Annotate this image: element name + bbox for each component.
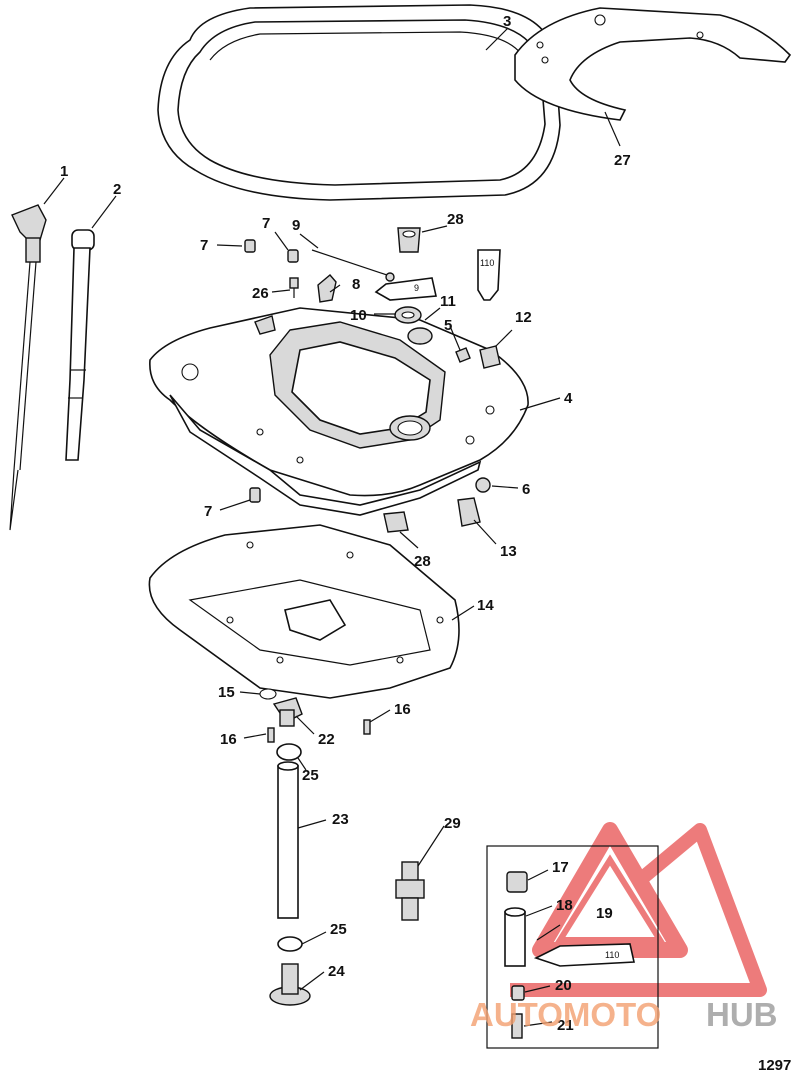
sealant-tube-large-a: 110 xyxy=(477,249,501,301)
adapter-plate xyxy=(149,307,529,516)
seal-strip xyxy=(514,7,792,121)
callout-3: 3 xyxy=(503,13,511,30)
callout-7a: 7 xyxy=(200,237,208,254)
callout-14: 14 xyxy=(477,597,494,614)
watermark-text: AUTOMOTO HUB xyxy=(470,996,778,1033)
callout-27: 27 xyxy=(614,152,631,169)
sealant-tube-small: 9 xyxy=(374,277,437,301)
callout-20: 20 xyxy=(555,977,572,994)
watermark-part1: AUTOMOTO xyxy=(470,996,661,1033)
water-tube-assembly xyxy=(259,688,371,1006)
callout-19: 19 xyxy=(596,905,613,922)
callout-5: 5 xyxy=(444,317,452,334)
callout-15: 15 xyxy=(218,684,235,701)
callout-11: 11 xyxy=(440,293,456,310)
callout-1: 1 xyxy=(60,163,68,180)
tube-large-b-label: 110 xyxy=(605,950,619,960)
plate-gasket xyxy=(148,524,460,699)
callout-8: 8 xyxy=(352,276,360,293)
inset-parts: 110 xyxy=(504,871,635,1039)
callout-7c: 7 xyxy=(204,503,212,520)
dipstick-tube xyxy=(65,229,95,461)
callout-13: 13 xyxy=(500,543,517,560)
tube-small-label: 9 xyxy=(414,283,419,293)
callout-10: 10 xyxy=(350,307,367,324)
dipstick xyxy=(9,204,47,531)
callout-18: 18 xyxy=(556,897,573,914)
watermark-logo xyxy=(510,822,767,997)
callout-12: 12 xyxy=(515,309,532,326)
inset-box xyxy=(486,845,659,1049)
callout-21: 21 xyxy=(557,1017,574,1034)
callout-9: 9 xyxy=(292,217,300,234)
callout-24: 24 xyxy=(328,963,345,980)
watermark-part2: HUB xyxy=(706,996,778,1033)
callout-2: 2 xyxy=(113,181,121,198)
callout-26: 26 xyxy=(252,285,269,302)
callout-25b: 25 xyxy=(330,921,347,938)
callout-23: 23 xyxy=(332,811,349,828)
figure-number: 1297 xyxy=(758,1057,791,1074)
callout-22: 22 xyxy=(318,731,335,748)
callout-28a: 28 xyxy=(447,211,464,228)
fitting xyxy=(395,861,425,921)
callout-28b: 28 xyxy=(414,553,431,570)
callout-25a: 25 xyxy=(302,767,319,784)
callout-6: 6 xyxy=(522,481,530,498)
callout-16b: 16 xyxy=(220,731,237,748)
callout-7b: 7 xyxy=(262,215,270,232)
callout-29: 29 xyxy=(444,815,461,832)
frame-gasket xyxy=(157,4,561,201)
small-parts xyxy=(244,227,501,533)
callout-labels: 1 2 3 27 28 7 9 7 26 8 10 11 5 12 4 7 6 … xyxy=(60,13,631,1034)
callout-16a: 16 xyxy=(394,701,411,718)
leader-lines xyxy=(43,27,621,1027)
tube-large-a-label: 110 xyxy=(480,258,494,268)
callout-17: 17 xyxy=(552,859,569,876)
callout-4: 4 xyxy=(564,390,573,407)
